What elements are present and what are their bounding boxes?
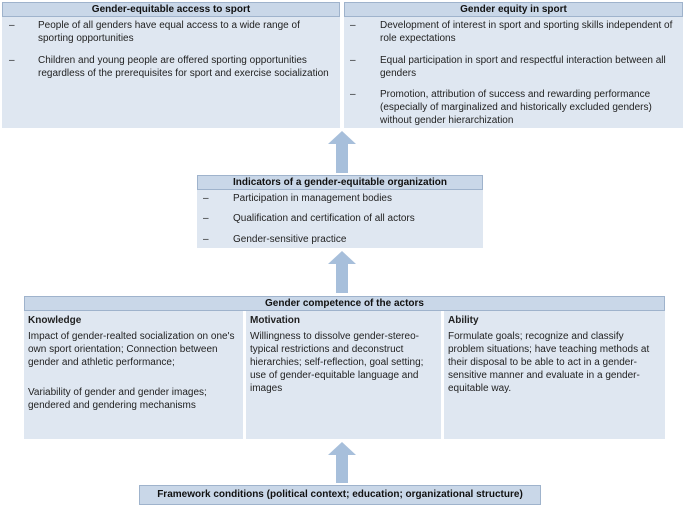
indicators-item-1: Participation in management bodies xyxy=(233,193,392,204)
indicators-body xyxy=(197,190,483,248)
competence-header: Gender competence of the actors xyxy=(24,296,665,311)
competence-col-knowledge xyxy=(24,311,243,439)
access-item-2: Children and young people are offered sp… xyxy=(38,55,329,79)
equity-dash-2: – xyxy=(350,55,356,66)
equity-item-3: Promotion, attribution of success and re… xyxy=(380,89,652,126)
indicators-item-2: Qualification and certification of all a… xyxy=(233,213,415,224)
equity-dash-3: – xyxy=(350,89,356,100)
access-body xyxy=(2,17,340,128)
motivation-text-1: Willingness to dissolve gender-stereo-ty… xyxy=(250,331,424,394)
arrow-up-icon xyxy=(328,131,356,173)
framework-box: Framework conditions (political context;… xyxy=(139,485,541,505)
indicators-dash-2: – xyxy=(203,213,209,224)
motivation-heading: Motivation xyxy=(250,315,300,326)
access-item-1: People of all genders have equal access … xyxy=(38,20,300,44)
access-header: Gender-equitable access to sport xyxy=(2,2,340,17)
arrow-up-icon xyxy=(328,251,356,293)
access-dash-1: – xyxy=(9,20,15,31)
arrow-up-icon xyxy=(328,442,356,483)
knowledge-text-2: Variability of gender and gender images;… xyxy=(28,387,207,411)
indicators-dash-3: – xyxy=(203,234,209,245)
competence-col-motivation xyxy=(246,311,441,439)
indicators-item-3: Gender-sensitive practice xyxy=(233,234,347,245)
access-dash-2: – xyxy=(9,55,15,66)
equity-item-1: Development of interest in sport and spo… xyxy=(380,20,673,44)
ability-heading: Ability xyxy=(448,315,479,326)
equity-dash-1: – xyxy=(350,20,356,31)
equity-item-2: Equal participation in sport and respect… xyxy=(380,55,666,79)
knowledge-text-1: Impact of gender-realted socialization o… xyxy=(28,331,235,368)
indicators-header: Indicators of a gender-equitable organiz… xyxy=(197,175,483,190)
indicators-dash-1: – xyxy=(203,193,209,204)
knowledge-heading: Knowledge xyxy=(28,315,82,326)
equity-body xyxy=(344,17,683,128)
equity-header: Gender equity in sport xyxy=(344,2,683,17)
competence-col-ability xyxy=(444,311,665,439)
ability-text-1: Formulate goals; recognize and classify … xyxy=(448,331,650,394)
